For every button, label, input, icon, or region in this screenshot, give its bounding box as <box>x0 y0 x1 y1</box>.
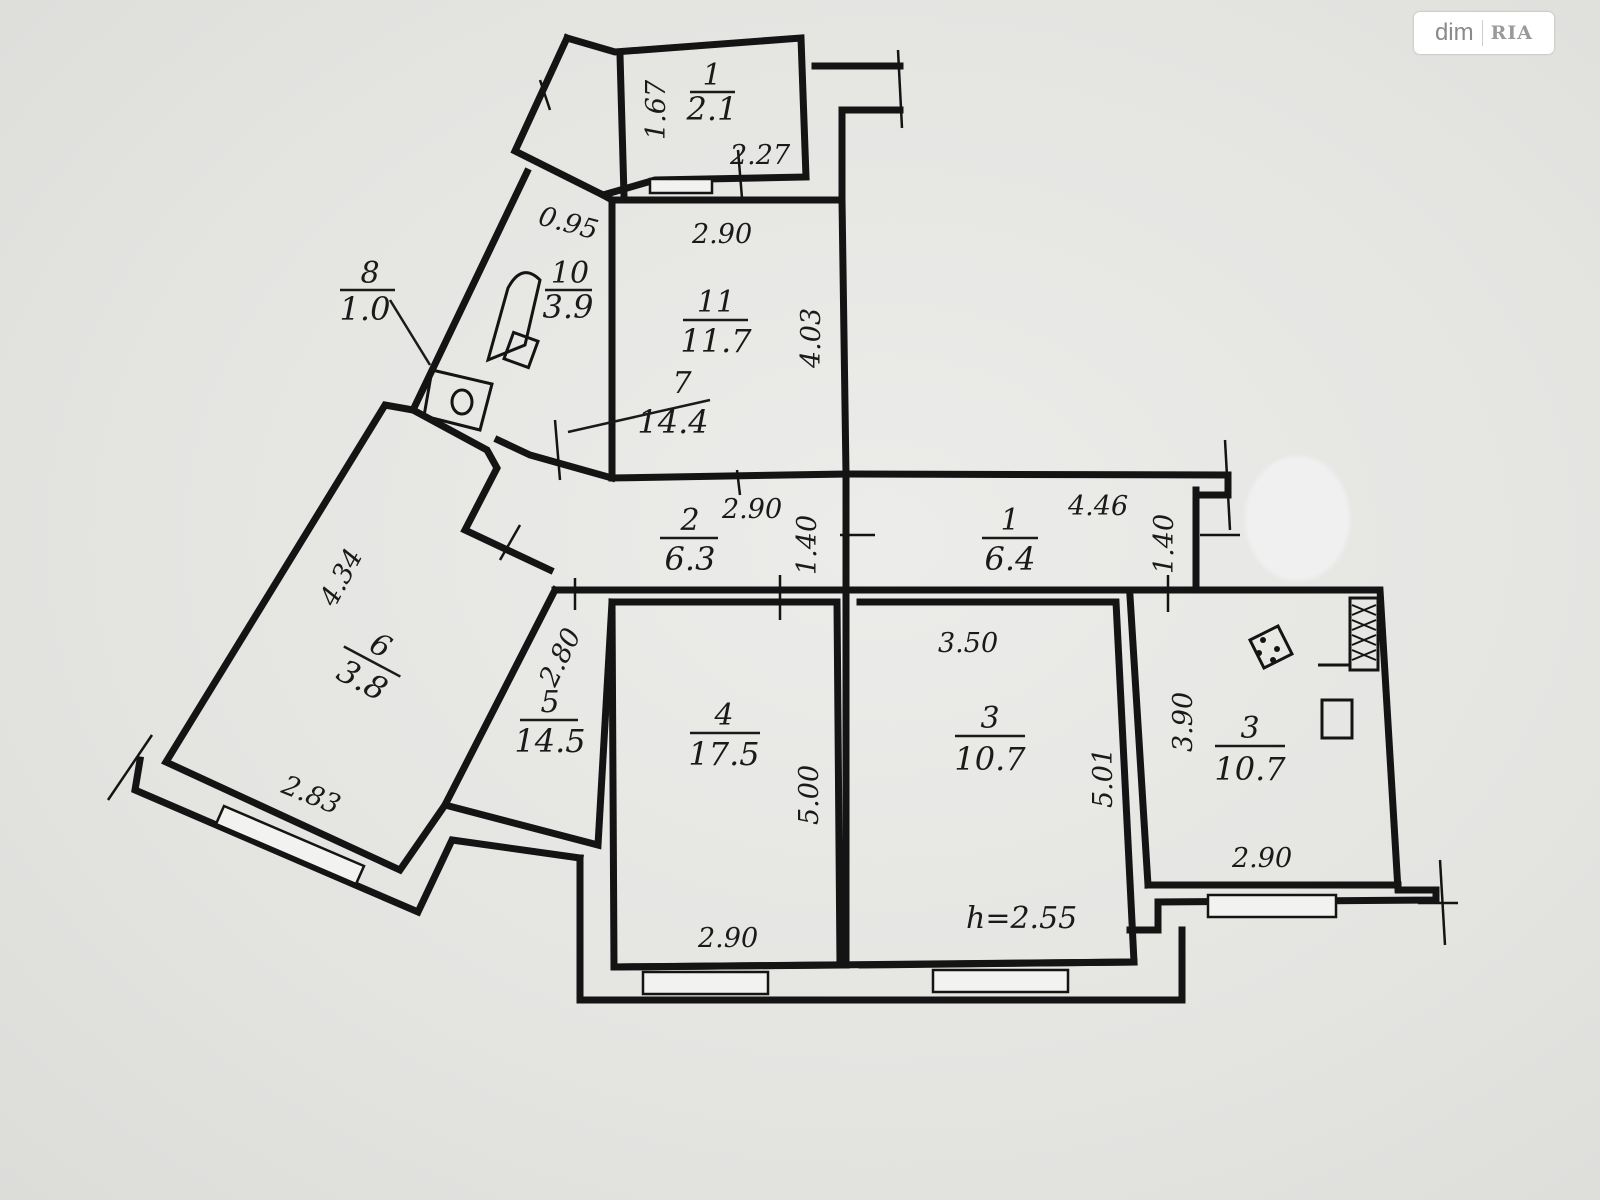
dim-balcony-height: 1.67 <box>641 79 672 140</box>
kitchen-left-wall <box>1126 592 1152 889</box>
label-room4-number: 3 <box>980 701 999 736</box>
window-kitchen <box>1206 893 1338 919</box>
dimension-labels: 1.67 2.27 2.90 4.03 0.95 2.90 1.40 4.46 … <box>276 79 1292 954</box>
dim-balcony-width: 2.27 <box>729 140 791 171</box>
bathtub <box>485 271 542 363</box>
room7-outer-wall <box>131 755 584 917</box>
balcony-wall <box>510 33 810 199</box>
label-room10-number: 10 <box>551 256 589 291</box>
label-room1-area: 6.4 <box>985 540 1036 578</box>
dim-hall2-width: 2.90 <box>721 494 782 525</box>
room11-top-wall <box>598 190 617 205</box>
kitchen-sink <box>1320 698 1354 740</box>
dim-hall1-width: 4.46 <box>1067 491 1128 522</box>
label-room10-area: 3.9 <box>543 288 594 326</box>
window-room5 <box>641 970 770 996</box>
dim-bath-width: 0.95 <box>535 201 601 247</box>
bath-inner-wall <box>493 435 617 483</box>
dimension-ticks <box>106 49 1458 946</box>
label-room8-number: 7 <box>672 366 692 401</box>
label-room6-number: 5 <box>540 685 559 720</box>
balcony-inner-wall <box>616 51 628 200</box>
label-balcony-number: 1 <box>702 58 721 93</box>
toilet-bowl <box>450 388 474 416</box>
toilet <box>422 368 494 432</box>
label-room6-area: 14.5 <box>514 722 585 760</box>
dim-room4-width: 3.50 <box>938 628 998 659</box>
fixtures <box>422 271 1380 740</box>
room6-wall <box>439 585 616 850</box>
dim-hall2-depth: 1.40 <box>792 515 823 575</box>
south-outer-wall <box>576 854 1186 1004</box>
dim-hall1-depth: 1.40 <box>1149 514 1180 574</box>
watermark-divider <box>1481 20 1483 46</box>
corridor-top-wall <box>842 470 1232 499</box>
label-balcony-area: 2.1 <box>686 90 738 128</box>
label-room11-area: 11.7 <box>680 322 752 360</box>
room7-wall <box>160 401 450 875</box>
watermark-badge: dim RIA <box>1414 12 1554 54</box>
window-room7 <box>214 804 366 886</box>
dim-room7-length: 4.34 <box>313 544 369 613</box>
ceiling-height: h=2.55 <box>966 901 1077 936</box>
label-room8-area: 14.4 <box>637 403 708 441</box>
windows <box>214 177 1338 996</box>
window-room4 <box>931 968 1070 994</box>
dim-room5-width: 2.90 <box>697 923 758 954</box>
dim-room4-length: 5.01 <box>1088 748 1119 808</box>
label-room7-area: 3.8 <box>331 651 394 708</box>
dim-room3-width: 2.90 <box>1231 843 1292 874</box>
window-balcony <box>648 177 714 195</box>
label-room2-number: 2 <box>679 503 699 538</box>
label-room1-number: 1 <box>1000 503 1019 538</box>
label-room5-area: 17.5 <box>688 735 759 773</box>
blurred-spot <box>1245 456 1350 581</box>
stove <box>1247 623 1295 671</box>
label-room4-area: 10.7 <box>954 740 1026 778</box>
south-inner-wall <box>610 958 1138 971</box>
label-room5-number: 4 <box>713 698 733 733</box>
dim-room11-width: 2.90 <box>691 219 752 250</box>
kitchen-wall <box>1126 586 1440 934</box>
dim-room5-length: 5.00 <box>794 765 825 825</box>
radiator <box>1348 596 1380 672</box>
watermark-brand-text: dim <box>1434 19 1474 46</box>
room-labels: 1 2.1 11 11.7 10 3.9 8 1.0 7 14.4 2 6.3 … <box>331 58 1038 778</box>
dim-room7-width: 2.83 <box>276 769 344 821</box>
dim-room3-length: 3.90 <box>1168 692 1199 752</box>
label-room9-number: 8 <box>360 256 379 291</box>
dim-room11-length: 4.03 <box>796 308 827 369</box>
watermark-brand-mark: RIA <box>1490 22 1534 44</box>
sink-bath <box>502 330 540 370</box>
label-room11-number: 11 <box>697 285 735 320</box>
label-room9-area: 1.0 <box>340 290 391 328</box>
label-room2-area: 6.3 <box>665 540 716 578</box>
dim-room6-length: 2.80 <box>533 623 588 692</box>
